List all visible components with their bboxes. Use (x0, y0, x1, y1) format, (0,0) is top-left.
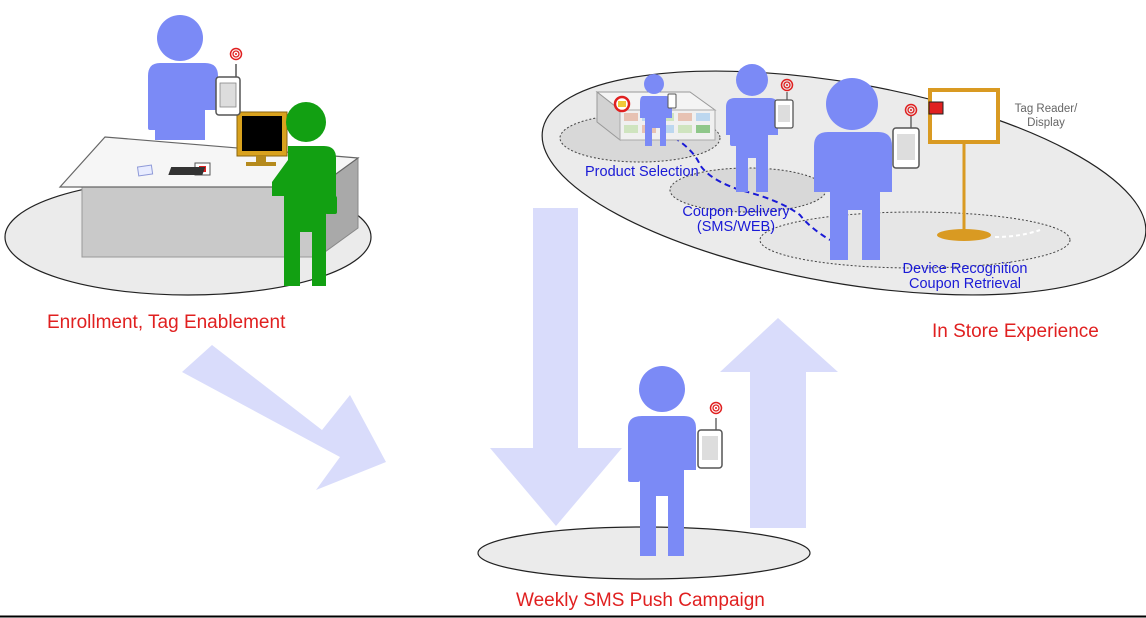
coupon-retrieval-line: Coupon Retrieval (908, 276, 1022, 292)
device-recognition-line: Device Recognition (902, 261, 1028, 277)
shopper-front-figure (814, 78, 892, 260)
product-selection-label: Product Selection (585, 164, 699, 180)
in-store-label: In Store Experience (932, 321, 1099, 342)
enrollment-label: Enrollment, Tag Enablement (47, 312, 286, 333)
enrollment-desk-front (81, 186, 319, 258)
flow-arrow-up (720, 318, 838, 528)
phone-tag-icon (215, 47, 243, 116)
phone-tag-icon (667, 93, 677, 109)
computer-monitor-icon (236, 111, 288, 166)
customer-figure (148, 15, 218, 140)
zone-device-recognition (759, 211, 1071, 269)
tag-reader-line1: Tag Reader/ (1014, 103, 1078, 115)
coupon-delivery-line2: (SMS/WEB) (696, 219, 776, 235)
tag-reader-display-icon (928, 88, 1000, 241)
tag-reader-signal (994, 229, 1041, 238)
flow-arrow-down (490, 208, 622, 526)
coupon-flow-path (637, 119, 831, 241)
phone-tag-icon (774, 78, 794, 129)
flow-arrow-diagonal (182, 345, 386, 490)
weekly-campaign-label: Weekly SMS Push Campaign (516, 590, 765, 611)
device-recognition-label: Device Recognition Coupon Retrieval (890, 262, 1040, 292)
clerk-figure (272, 102, 337, 286)
tag-reader-line2: Display (1027, 117, 1065, 129)
card-icon (136, 164, 154, 177)
tag-reader-label: Tag Reader/ Display (1008, 102, 1084, 130)
shopper-middle-figure (726, 64, 778, 192)
phone-tag-icon (892, 103, 920, 169)
phone-tag-icon (697, 401, 723, 469)
subscriber-figure (628, 366, 696, 556)
coupon-delivery-label: Coupon Delivery (SMS/WEB) (676, 205, 796, 235)
coupon-delivery-line1: Coupon Delivery (682, 204, 790, 220)
shopper-at-shelf-figure (640, 74, 672, 146)
keyboard-icon (168, 167, 206, 175)
